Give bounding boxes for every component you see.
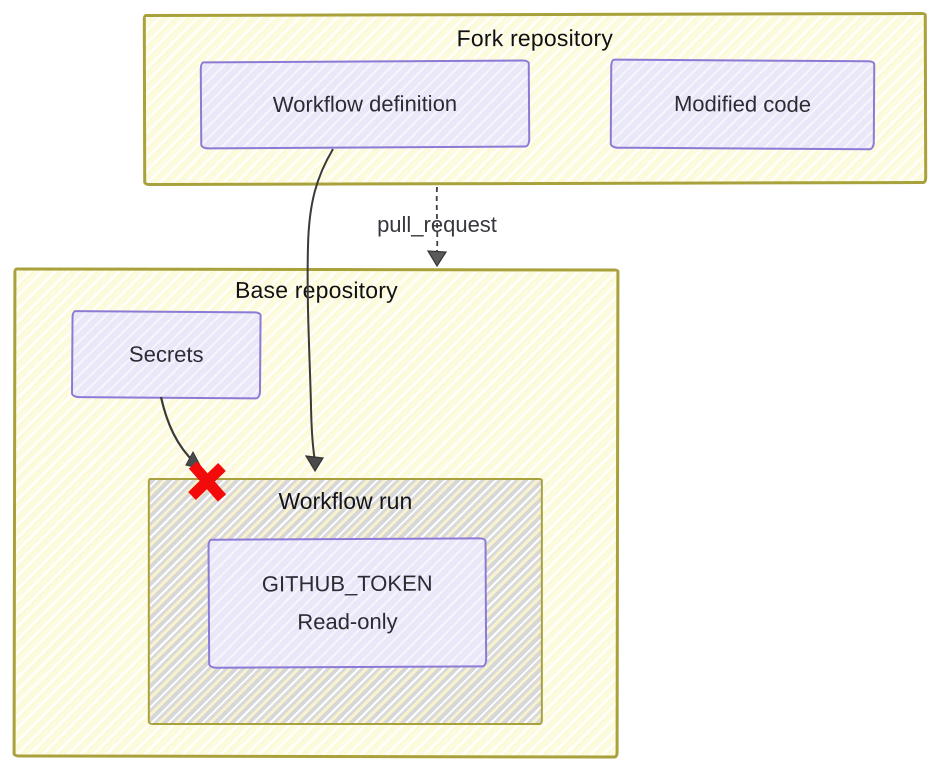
workflow-run-container: Workflow run GITHUB_TOKEN Read-only	[147, 478, 543, 726]
base-repository-container: Base repository Secrets Workflow run GIT…	[12, 267, 620, 759]
github-token-node: GITHUB_TOKEN Read-only	[207, 537, 488, 669]
pull-request-label: pull_request	[377, 212, 497, 237]
fork-repository-title: Fork repository	[456, 24, 614, 52]
github-token-access: Read-only	[297, 608, 398, 635]
secrets-label: Secrets	[128, 341, 204, 367]
base-repository-title: Base repository	[234, 276, 398, 304]
arrowhead-icon	[426, 250, 448, 268]
modified-code-label: Modified code	[673, 91, 812, 117]
github-token-name: GITHUB_TOKEN	[261, 570, 433, 597]
workflow-run-title: Workflow run	[278, 488, 413, 515]
secrets-node: Secrets	[70, 310, 262, 400]
fork-repository-container: Fork repository Workflow definition Modi…	[142, 11, 928, 187]
modified-code-node: Modified code	[609, 58, 876, 151]
workflow-definition-label: Workflow definition	[272, 90, 458, 118]
workflow-definition-node: Workflow definition	[199, 59, 531, 150]
